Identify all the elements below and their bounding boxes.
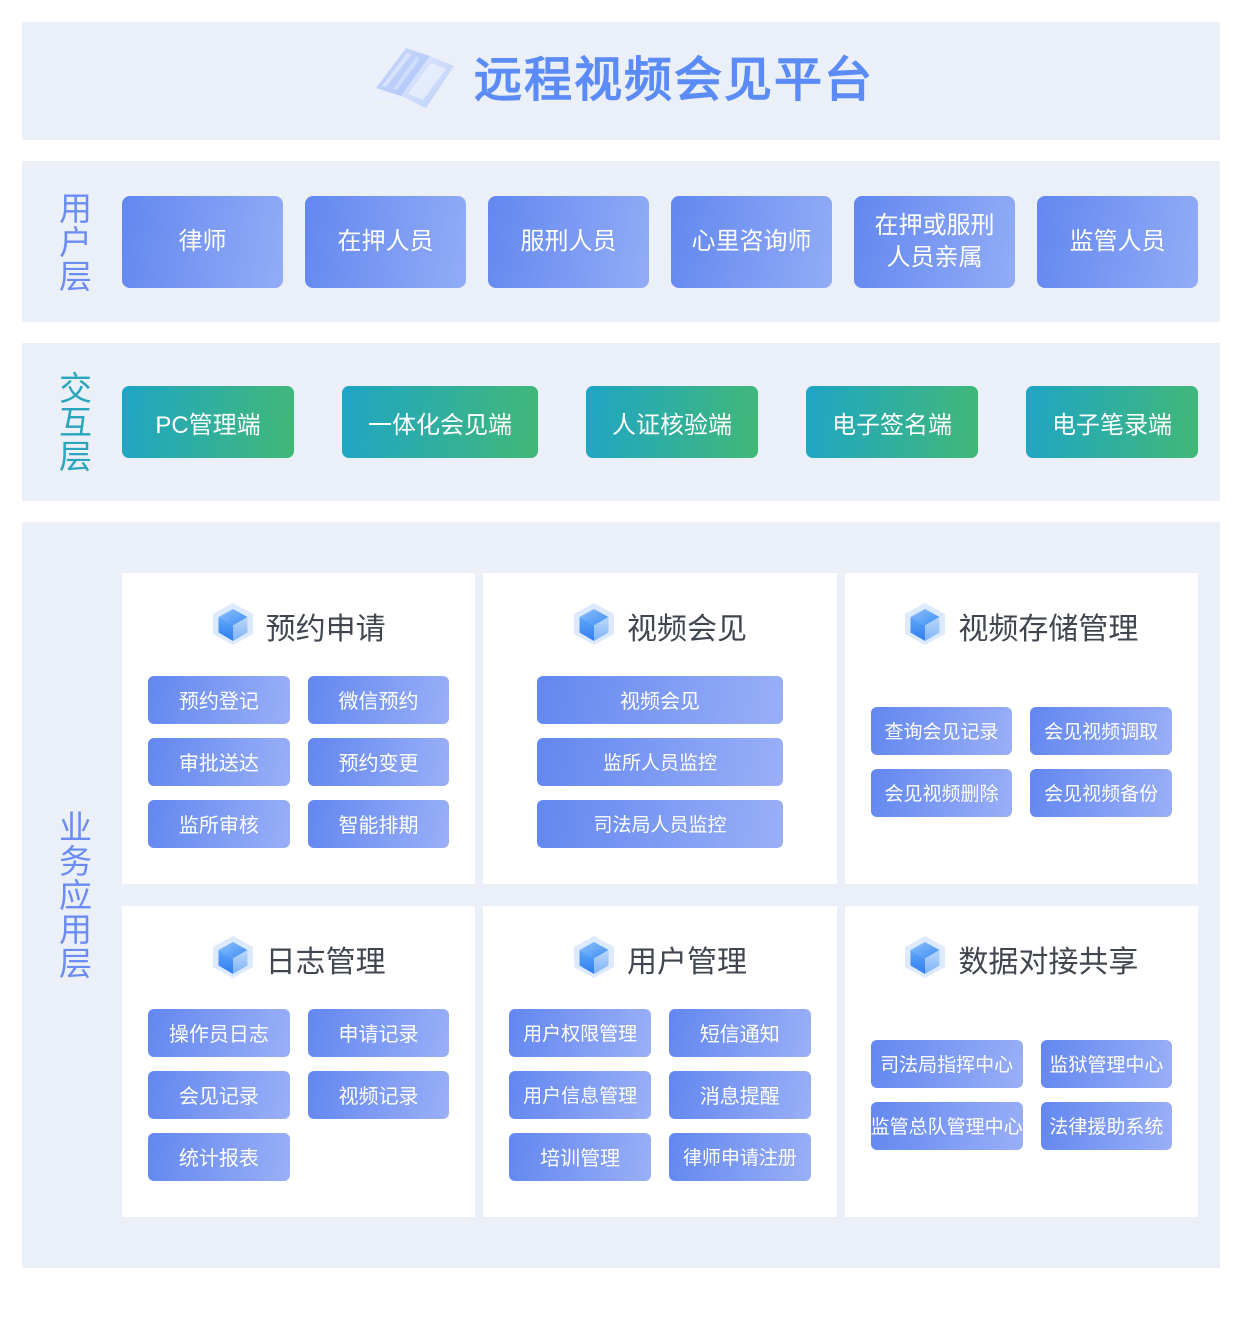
- cube-icon: [573, 602, 615, 651]
- module-item[interactable]: 律师申请注册: [668, 1132, 811, 1181]
- module-item[interactable]: 用户信息管理: [509, 1070, 651, 1119]
- module-card-2: 视频会见 视频会见监所人员监控司法局人员监控: [483, 573, 837, 884]
- interaction-terminal-box[interactable]: 人证核验端: [586, 386, 758, 458]
- module-item[interactable]: 监所人员监控: [537, 737, 783, 786]
- module-item[interactable]: 视频记录: [307, 1070, 450, 1119]
- cube-icon: [573, 935, 615, 984]
- module-item[interactable]: 短信通知: [668, 1008, 811, 1057]
- user-layer: 用户层 律师 在押人员 服刑人员 心里咨询师 在押或服刑 人员亲属 监管人员: [22, 161, 1220, 322]
- module-item[interactable]: 智能排期: [307, 799, 450, 848]
- module-card-title: 预约申请: [265, 613, 386, 646]
- interaction-terminal-box[interactable]: 电子签名端: [806, 386, 978, 458]
- cube-icon: [212, 935, 254, 984]
- interaction-layer-label: 交互层: [54, 371, 92, 473]
- module-card-3: 视频存储管理 查询会见记录会见视频调取会见视频删除会见视频备份: [844, 573, 1198, 884]
- module-item[interactable]: 用户权限管理: [509, 1008, 651, 1057]
- module-card-title: 日志管理: [265, 946, 386, 979]
- user-role-box[interactable]: 服刑人员: [488, 195, 649, 288]
- module-card-body: 用户权限管理短信通知用户信息管理消息提醒培训管理律师申请注册: [509, 990, 811, 1199]
- module-card-body: 视频会见监所人员监控司法局人员监控: [509, 657, 810, 866]
- module-item[interactable]: 统计报表: [148, 1132, 290, 1181]
- user-role-box[interactable]: 监管人员: [1037, 195, 1198, 288]
- cube-icon: [212, 602, 254, 651]
- user-role-box[interactable]: 在押或服刑 人员亲属: [854, 195, 1015, 288]
- user-role-box[interactable]: 律师: [122, 195, 283, 288]
- module-card-title: 数据对接共享: [958, 946, 1139, 979]
- module-item[interactable]: 监狱管理中心: [1040, 1039, 1172, 1088]
- interaction-terminal-box[interactable]: PC管理端: [122, 386, 294, 458]
- module-item-grid: 查询会见记录会见视频调取会见视频删除会见视频备份: [870, 706, 1172, 817]
- module-item[interactable]: 消息提醒: [668, 1070, 811, 1119]
- module-card-header: 视频存储管理: [871, 595, 1172, 657]
- module-card-body: 操作员日志申请记录会见记录视频记录统计报表: [148, 990, 450, 1199]
- module-item[interactable]: 监管总队管理中心: [870, 1101, 1023, 1150]
- module-item-placeholder: [308, 1133, 450, 1181]
- interaction-terminal-box[interactable]: 一体化会见端: [342, 386, 538, 458]
- module-item-grid: 预约登记微信预约审批送达预约变更监所审核智能排期: [148, 675, 450, 848]
- business-layer: 业务应用层: [22, 522, 1220, 1268]
- module-item-grid: 用户权限管理短信通知用户信息管理消息提醒培训管理律师申请注册: [509, 1008, 811, 1181]
- user-layer-items: 律师 在押人员 服刑人员 心里咨询师 在押或服刑 人员亲属 监管人员: [122, 161, 1220, 322]
- module-item[interactable]: 查询会见记录: [870, 706, 1013, 755]
- user-layer-label: 用户层: [54, 190, 92, 293]
- module-card-header: 视频会见: [509, 595, 810, 657]
- module-item-grid: 操作员日志申请记录会见记录视频记录统计报表: [148, 1008, 450, 1181]
- module-item[interactable]: 操作员日志: [148, 1008, 290, 1057]
- module-item[interactable]: 会见记录: [148, 1070, 290, 1119]
- module-item[interactable]: 视频会见: [537, 675, 783, 724]
- module-item[interactable]: 法律援助系统: [1040, 1101, 1172, 1150]
- module-item[interactable]: 会见视频备份: [1030, 768, 1172, 817]
- module-item-grid: 司法局指挥中心监狱管理中心监管总队管理中心法律援助系统: [870, 1039, 1172, 1150]
- module-item-grid: 视频会见监所人员监控司法局人员监控: [509, 675, 810, 848]
- cube-icon: [904, 602, 946, 651]
- user-role-box[interactable]: 在押人员: [305, 195, 466, 288]
- page-header: 远程视频会见平台: [22, 22, 1220, 140]
- page-title: 远程视频会见平台: [473, 54, 874, 107]
- interaction-terminal-box[interactable]: 电子笔录端: [1026, 386, 1198, 458]
- module-item[interactable]: 监所审核: [148, 799, 290, 848]
- module-item[interactable]: 司法局人员监控: [537, 799, 783, 848]
- module-item[interactable]: 会见视频删除: [870, 768, 1013, 817]
- module-card-title: 用户管理: [626, 946, 747, 979]
- cube-icon: [904, 935, 946, 984]
- module-card-body: 预约登记微信预约审批送达预约变更监所审核智能排期: [148, 657, 450, 866]
- module-item[interactable]: 预约登记: [148, 675, 290, 724]
- module-card-header: 用户管理: [509, 928, 810, 990]
- module-card-body: 司法局指挥中心监狱管理中心监管总队管理中心法律援助系统: [870, 990, 1172, 1199]
- module-item[interactable]: 司法局指挥中心: [870, 1039, 1023, 1088]
- module-item[interactable]: 会见视频调取: [1030, 706, 1172, 755]
- module-card-4: 日志管理 操作员日志申请记录会见记录视频记录统计报表: [122, 906, 476, 1217]
- module-item[interactable]: 申请记录: [307, 1008, 450, 1057]
- module-card-header: 预约申请: [148, 595, 449, 657]
- user-role-box[interactable]: 心里咨询师: [671, 195, 832, 288]
- module-card-1: 预约申请 预约登记微信预约审批送达预约变更监所审核智能排期: [122, 573, 476, 884]
- module-item[interactable]: 微信预约: [307, 675, 450, 724]
- module-item[interactable]: 审批送达: [148, 737, 290, 786]
- module-card-body: 查询会见记录会见视频调取会见视频删除会见视频备份: [870, 657, 1172, 866]
- interaction-layer-items: PC管理端 一体化会见端 人证核验端 电子签名端 电子笔录端: [122, 343, 1220, 501]
- module-card-title: 视频存储管理: [958, 613, 1139, 646]
- module-card-title: 视频会见: [626, 613, 747, 646]
- business-layer-label: 业务应用层: [54, 810, 92, 980]
- module-item[interactable]: 预约变更: [307, 737, 450, 786]
- module-card-header: 数据对接共享: [871, 928, 1172, 990]
- module-card-header: 日志管理: [148, 928, 449, 990]
- business-layer-cards: 预约申请 预约登记微信预约审批送达预约变更监所审核智能排期: [122, 522, 1220, 1268]
- module-card-5: 用户管理 用户权限管理短信通知用户信息管理消息提醒培训管理律师申请注册: [483, 906, 837, 1217]
- interaction-layer: 交互层 PC管理端 一体化会见端 人证核验端 电子签名端 电子笔录端: [22, 343, 1220, 501]
- module-item[interactable]: 培训管理: [509, 1132, 651, 1181]
- laptop-icon: [367, 46, 460, 117]
- module-card-6: 数据对接共享 司法局指挥中心监狱管理中心监管总队管理中心法律援助系统: [844, 906, 1198, 1217]
